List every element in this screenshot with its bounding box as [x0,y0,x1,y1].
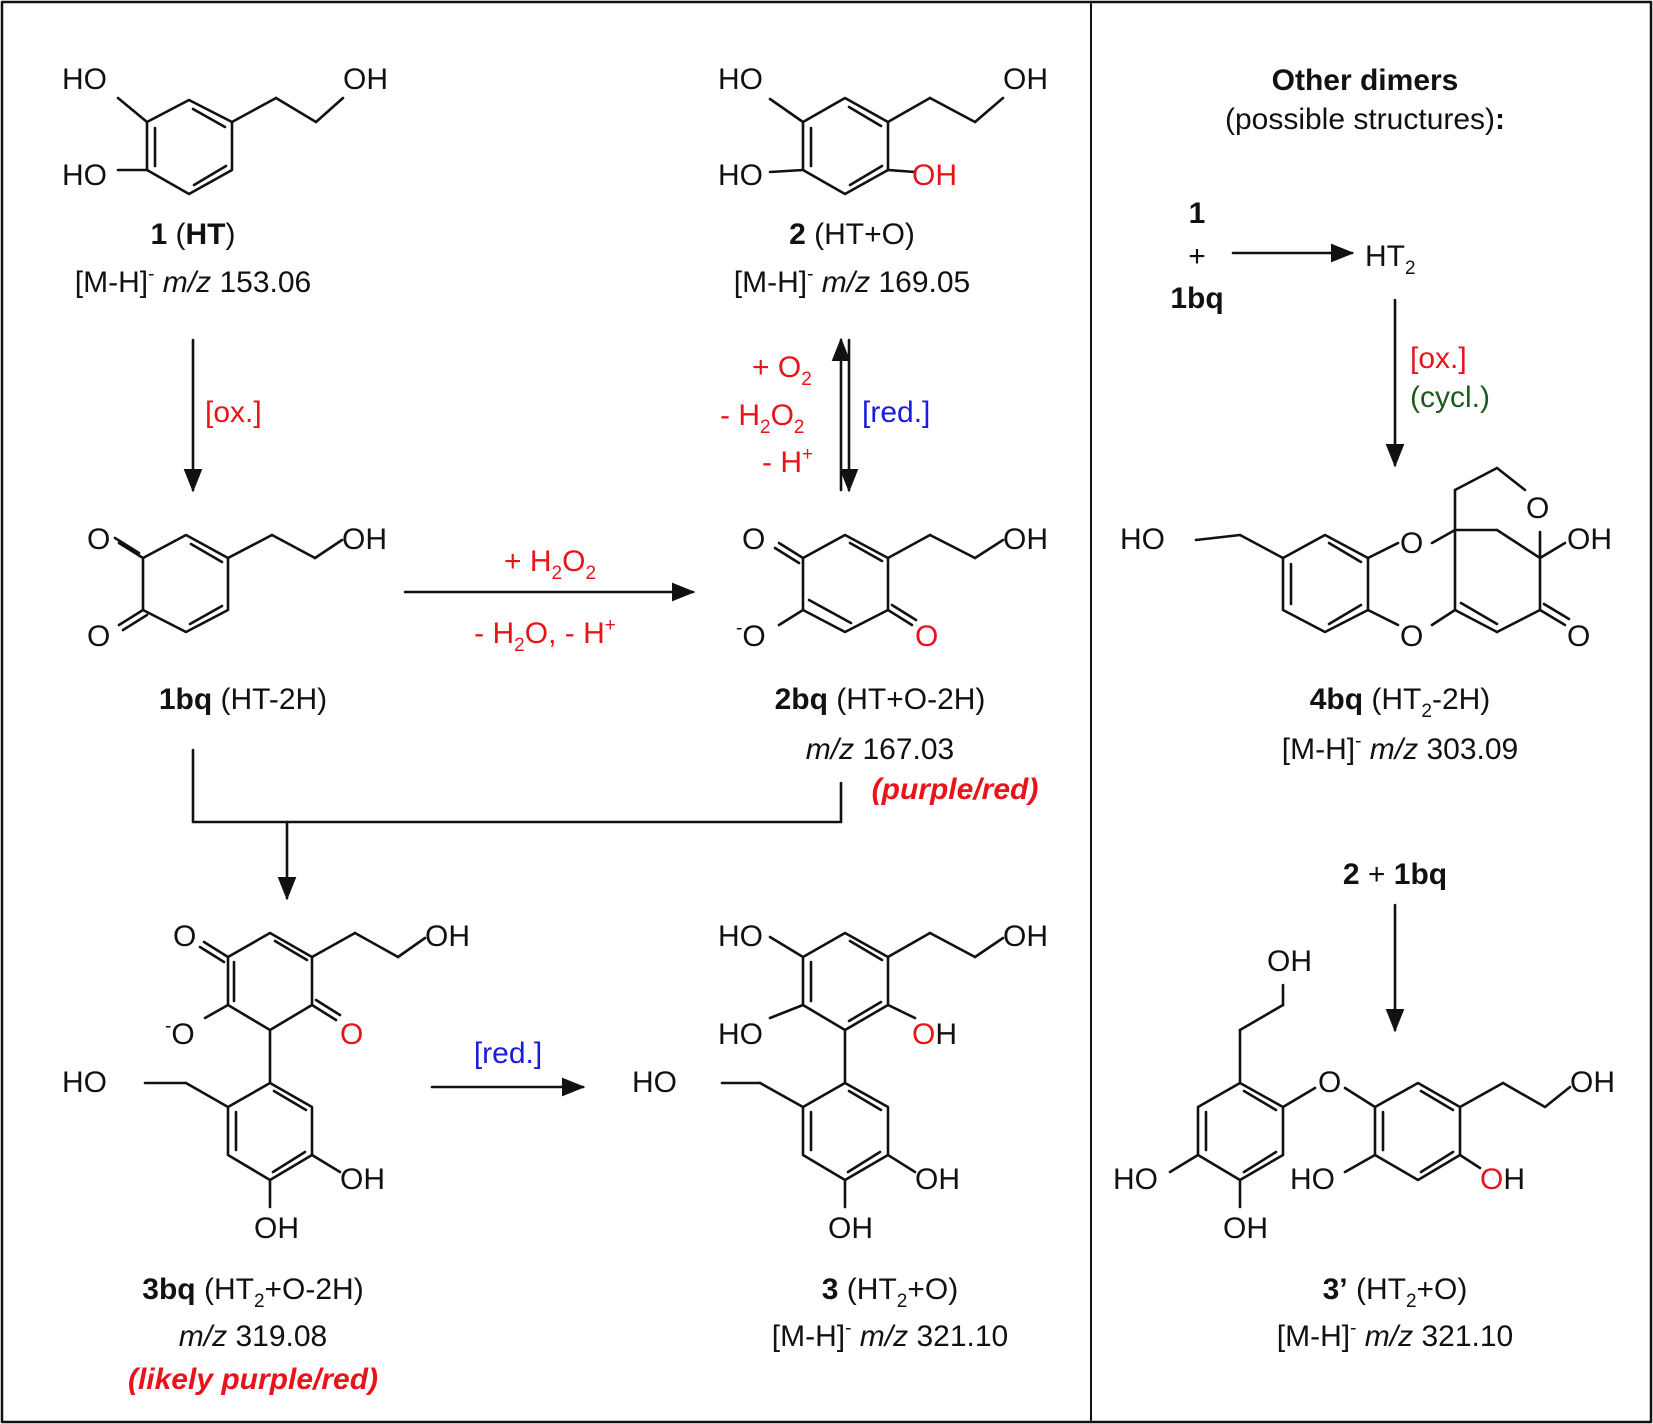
label-1: 1 (HT) [150,218,236,251]
label-4bq: 4bq (HT2-2H) [1309,683,1491,722]
atom-ho: HO [718,159,763,192]
reactant-1bq: 1bq [1170,282,1224,315]
atom-oh: OH [1267,945,1312,978]
atom-oh: OH [343,63,388,96]
plus-sign: + [1188,240,1206,273]
structure-3bq [143,931,427,1209]
atom-o: O [1318,1066,1342,1099]
atom-oh: OH [342,523,387,556]
reagent-minus-h: - H+ [762,444,814,479]
structure-3prime [1168,983,1572,1209]
atom-o: O [173,920,197,953]
atom-ho: HO [1120,523,1165,556]
reagent-red: [red.] [862,396,931,429]
atom-oh: OH [425,920,470,953]
atom-oh: OH [1003,920,1048,953]
mz-3: [M-H]- m/z 321.10 [771,1318,1009,1353]
mz-2: [M-H]- m/z 169.05 [733,264,971,299]
mz-3bq: m/z 319.08 [178,1320,328,1353]
atom-o: O [1526,492,1550,525]
atom-o-minus: -O [736,618,766,653]
atom-oh: OH [1003,523,1048,556]
atom-ho: HO [1113,1163,1158,1196]
reagent-plus-o2: + O2 [752,351,812,390]
atom-ho: HO [62,63,107,96]
atom-oh: OH [828,1212,873,1245]
atom-o: O [87,620,111,653]
reagent-red: [red.] [473,1037,543,1070]
mz-2bq: m/z 167.03 [805,733,955,766]
atom-o: O [1567,620,1591,653]
structure-4bq [1194,466,1571,634]
label-3prime: 3’ (HT2+O) [1322,1273,1468,1312]
atom-ho: HO [718,1018,763,1051]
reactant-1: 1 [1188,197,1206,230]
atom-o: O [742,523,766,556]
atom-oh: OH [915,1163,960,1196]
atom-ho: HO [62,1066,107,1099]
reagent-plus-h2o2: + H2O2 [503,545,597,584]
atom-o-minus: -O [165,1016,195,1051]
reagent-cycl: (cycl.) [1410,381,1490,414]
atom-ho: HO [718,920,763,953]
atom-oh-mixed: OH [1480,1163,1526,1196]
atom-oh: OH [1567,523,1612,556]
mz-1: [M-H]- m/z 153.06 [74,264,312,299]
merge-connector [191,748,843,824]
structure-2bq [773,533,1005,634]
panel-heading: Other dimers [1271,64,1459,97]
structure-1bq [113,533,344,634]
atom-oh: OH [1223,1212,1268,1245]
color-note-3bq: (likely purple/red) [127,1363,379,1396]
atom-oh-new: OH [912,159,957,192]
structure-3 [720,931,1005,1209]
atom-oh-mixed: OH [912,1018,958,1051]
atom-ho: HO [632,1066,677,1099]
atom-o: O [1400,620,1424,653]
atom-oh: OH [1570,1066,1615,1099]
atom-o-new: O [340,1018,364,1051]
reagent-minus-h2o2: - H2O2 [720,399,805,438]
atom-o-new: O [915,620,939,653]
atom-ho: HO [62,159,107,192]
reagent-ox: [ox.] [1410,342,1467,375]
structure-2 [768,96,1005,196]
panel-subheading: (possible structures): [1224,103,1506,136]
atom-ho: HO [718,63,763,96]
structure-1 [116,96,345,196]
atom-oh: OH [340,1163,385,1196]
reagent-ox: [ox.] [205,396,262,429]
reagent-minus-h2o: - H2O, - H+ [474,615,616,656]
atom-ho: HO [1290,1163,1335,1196]
label-2: 2 (HT+O) [789,218,915,251]
atom-oh: OH [1003,63,1048,96]
mz-4bq: [M-H]- m/z 303.09 [1281,731,1519,766]
color-note-2bq: (purple/red) [871,773,1039,806]
atom-o: O [1400,527,1424,560]
mz-3prime: [M-H]- m/z 321.10 [1276,1318,1514,1353]
reactants-2-1bq: 2 + 1bq [1342,858,1448,891]
atom-o: O [87,523,111,556]
product-ht2: HT2 [1365,240,1416,279]
label-1bq: 1bq (HT-2H) [158,683,328,716]
label-3: 3 (HT2+O) [821,1273,959,1312]
label-2bq: 2bq (HT+O-2H) [774,683,986,716]
label-3bq: 3bq (HT2+O-2H) [142,1273,364,1312]
atom-oh: OH [254,1212,299,1245]
